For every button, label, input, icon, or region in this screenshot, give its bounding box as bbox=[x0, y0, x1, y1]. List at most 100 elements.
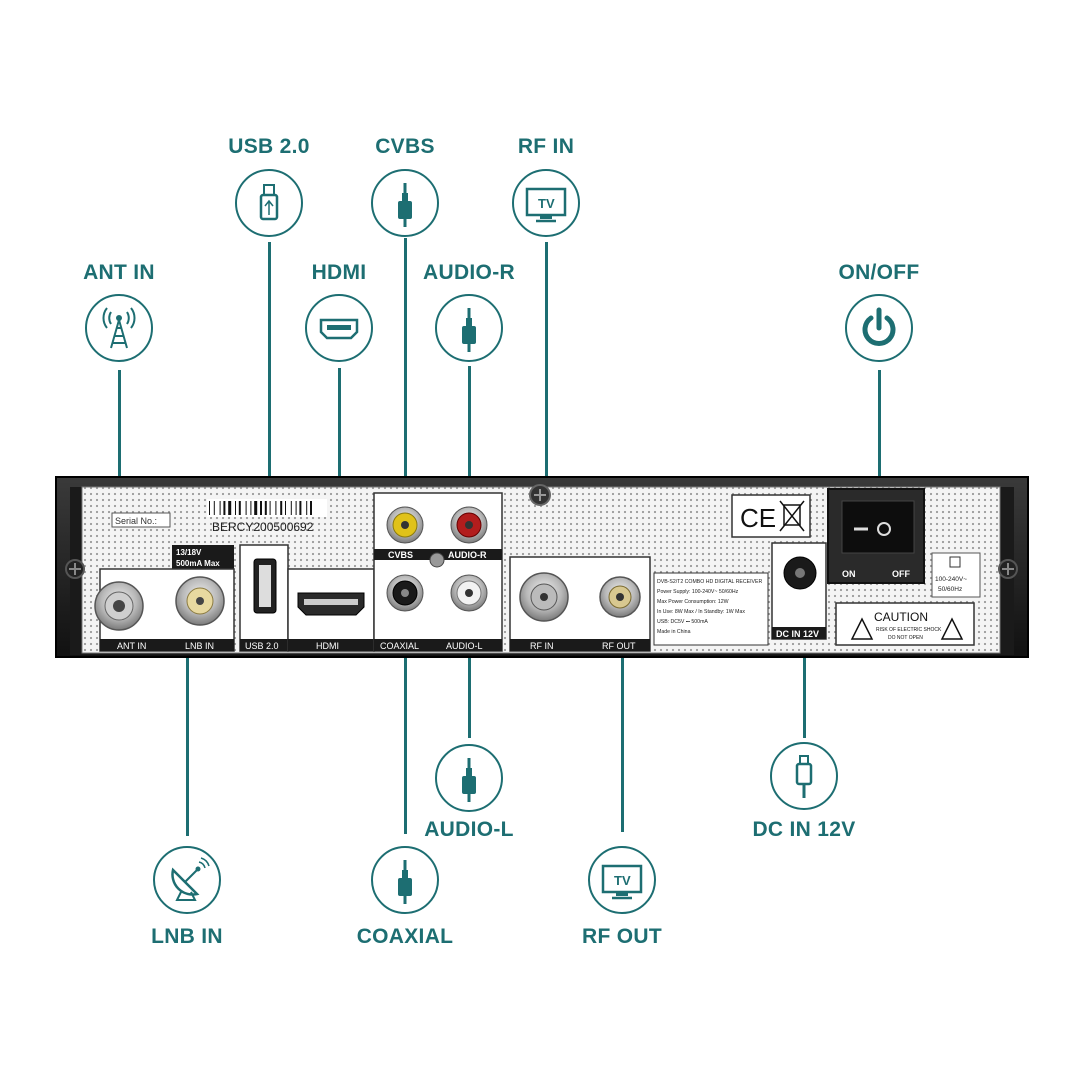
port-label-cvbs: CVBS bbox=[388, 550, 413, 560]
callout-line-cvbs bbox=[404, 238, 407, 522]
spec-line: In Use: 8W Max / In Standby: 1W Max bbox=[657, 609, 745, 615]
rating-line1: 100-240V~ bbox=[935, 576, 967, 583]
lnb-spec-line2: 500mA Max bbox=[176, 559, 220, 568]
callout-icon-rfout: TV bbox=[588, 846, 656, 914]
barcode-bar bbox=[269, 501, 271, 515]
barcode-bar bbox=[275, 501, 277, 515]
spec-line: Made in China bbox=[657, 629, 691, 635]
ce-mark bbox=[731, 494, 811, 538]
port-label-coaxial: COAXIAL bbox=[380, 641, 419, 651]
switch-on-label: ON bbox=[842, 569, 856, 579]
barcode-bar bbox=[299, 501, 302, 515]
port-label-audio-l: AUDIO-L bbox=[446, 641, 483, 651]
dc-plug-icon bbox=[795, 755, 813, 798]
callout-line-rfout bbox=[621, 600, 624, 832]
callout-icon-audior bbox=[435, 294, 503, 362]
callout-icon-dcin bbox=[770, 742, 838, 810]
callout-line-lnbin bbox=[186, 600, 189, 836]
callout-label-usb: USB 2.0 bbox=[228, 135, 310, 158]
receiver-rear-panel: Serial No.: BERCY200500692 13/18V 500mA … bbox=[55, 476, 1029, 658]
av-plug-icon bbox=[462, 308, 476, 352]
callout-label-coaxial: COAXIAL bbox=[356, 925, 454, 948]
svg-text:TV: TV bbox=[614, 873, 631, 888]
port-label-usb: USB 2.0 bbox=[245, 641, 279, 651]
callout-line-rfin bbox=[545, 242, 548, 600]
callout-line-usb bbox=[268, 242, 271, 598]
callout-label-cvbs: CVBS bbox=[375, 135, 435, 158]
callout-label-rfout: RF OUT bbox=[582, 925, 662, 948]
callout-icon-rfin: TV bbox=[512, 169, 580, 237]
port-label-hdmi: HDMI bbox=[316, 641, 339, 651]
caution-line1: RISK OF ELECTRIC SHOCK bbox=[876, 627, 942, 633]
satellite-dish-icon bbox=[171, 857, 210, 901]
barcode-bar bbox=[260, 501, 262, 515]
serial-number: BERCY200500692 bbox=[212, 520, 314, 534]
barcode-bar bbox=[254, 501, 258, 515]
switch-off-label: OFF bbox=[892, 569, 910, 579]
port-label-rf-in: RF IN bbox=[530, 641, 554, 651]
port-label-ant-in: ANT IN bbox=[117, 641, 146, 651]
barcode-bar bbox=[238, 501, 241, 515]
barcode-bar bbox=[264, 501, 267, 515]
weee-icon bbox=[779, 500, 805, 532]
callout-line-audior bbox=[468, 366, 471, 522]
barcode-bar bbox=[290, 501, 292, 515]
callout-icon-lnbin bbox=[153, 846, 221, 914]
tv-icon: TV bbox=[525, 187, 567, 223]
rating-line2: 50/60Hz bbox=[938, 586, 962, 593]
callout-icon-audiol bbox=[435, 744, 503, 812]
spec-sticker bbox=[653, 572, 769, 646]
callout-icon-cvbs bbox=[371, 169, 439, 237]
callout-icon-usb bbox=[235, 169, 303, 237]
callout-line-onoff bbox=[878, 370, 881, 532]
ce-mark-text: CE bbox=[740, 503, 776, 533]
callout-icon-coaxial bbox=[371, 846, 439, 914]
port-label-lnb-in: LNB IN bbox=[185, 641, 214, 651]
antenna-icon bbox=[102, 307, 136, 349]
av-plug-icon bbox=[398, 860, 412, 904]
power-icon bbox=[862, 307, 896, 346]
barcode-bar bbox=[250, 501, 252, 515]
callout-label-rfin: RF IN bbox=[517, 135, 575, 158]
spec-line: USB: DC5V ⎓ 500mA bbox=[657, 619, 708, 625]
callout-icon-antin bbox=[85, 294, 153, 362]
barcode-bar bbox=[223, 501, 226, 515]
hdmi-port-icon bbox=[319, 318, 359, 340]
barcode-bar bbox=[235, 501, 236, 515]
caution-line2: DO NOT OPEN bbox=[888, 635, 923, 641]
callout-label-lnbin: LNB IN bbox=[151, 925, 223, 948]
av-plug-icon bbox=[398, 183, 412, 227]
callout-label-audior: AUDIO-R bbox=[423, 261, 515, 284]
callout-icon-onoff bbox=[845, 294, 913, 362]
barcode-bar bbox=[280, 501, 283, 515]
svg-text:TV: TV bbox=[538, 196, 555, 211]
caution-title: CAUTION bbox=[874, 610, 928, 624]
barcode-bar bbox=[219, 501, 221, 515]
usb-icon bbox=[259, 184, 279, 221]
port-label-dc-in: DC IN 12V bbox=[776, 629, 819, 639]
barcode-bar bbox=[213, 501, 215, 515]
port-label-rf-out: RF OUT bbox=[602, 641, 636, 651]
barcode-bar bbox=[295, 501, 297, 515]
callout-line-audiol bbox=[468, 596, 471, 738]
barcode-bar bbox=[209, 501, 210, 515]
barcode-bar bbox=[306, 501, 308, 515]
spec-line: DVB-S2/T2 COMBO HD DIGITAL RECEIVER bbox=[657, 579, 762, 585]
callout-line-coaxial bbox=[404, 594, 407, 834]
barcode-bar bbox=[285, 501, 286, 515]
callout-label-antin: ANT IN bbox=[83, 261, 155, 284]
callout-icon-hdmi bbox=[305, 294, 373, 362]
av-plug-icon bbox=[462, 758, 476, 802]
spec-line: Power Supply: 100-240V~ 50/60Hz bbox=[657, 589, 739, 595]
port-label-audio-r: AUDIO-R bbox=[448, 550, 487, 560]
barcode-bar bbox=[245, 501, 247, 515]
callout-label-onoff: ON/OFF bbox=[838, 261, 920, 284]
serial-label: Serial No.: bbox=[115, 516, 157, 526]
barcode-bar bbox=[310, 501, 312, 515]
barcode-bar bbox=[228, 501, 232, 515]
rating-label bbox=[931, 552, 981, 598]
callout-label-audiol: AUDIO-L bbox=[424, 818, 514, 841]
barcode bbox=[207, 499, 327, 517]
callout-label-dcin: DC IN 12V bbox=[752, 818, 856, 841]
callout-label-hdmi: HDMI bbox=[311, 261, 367, 284]
